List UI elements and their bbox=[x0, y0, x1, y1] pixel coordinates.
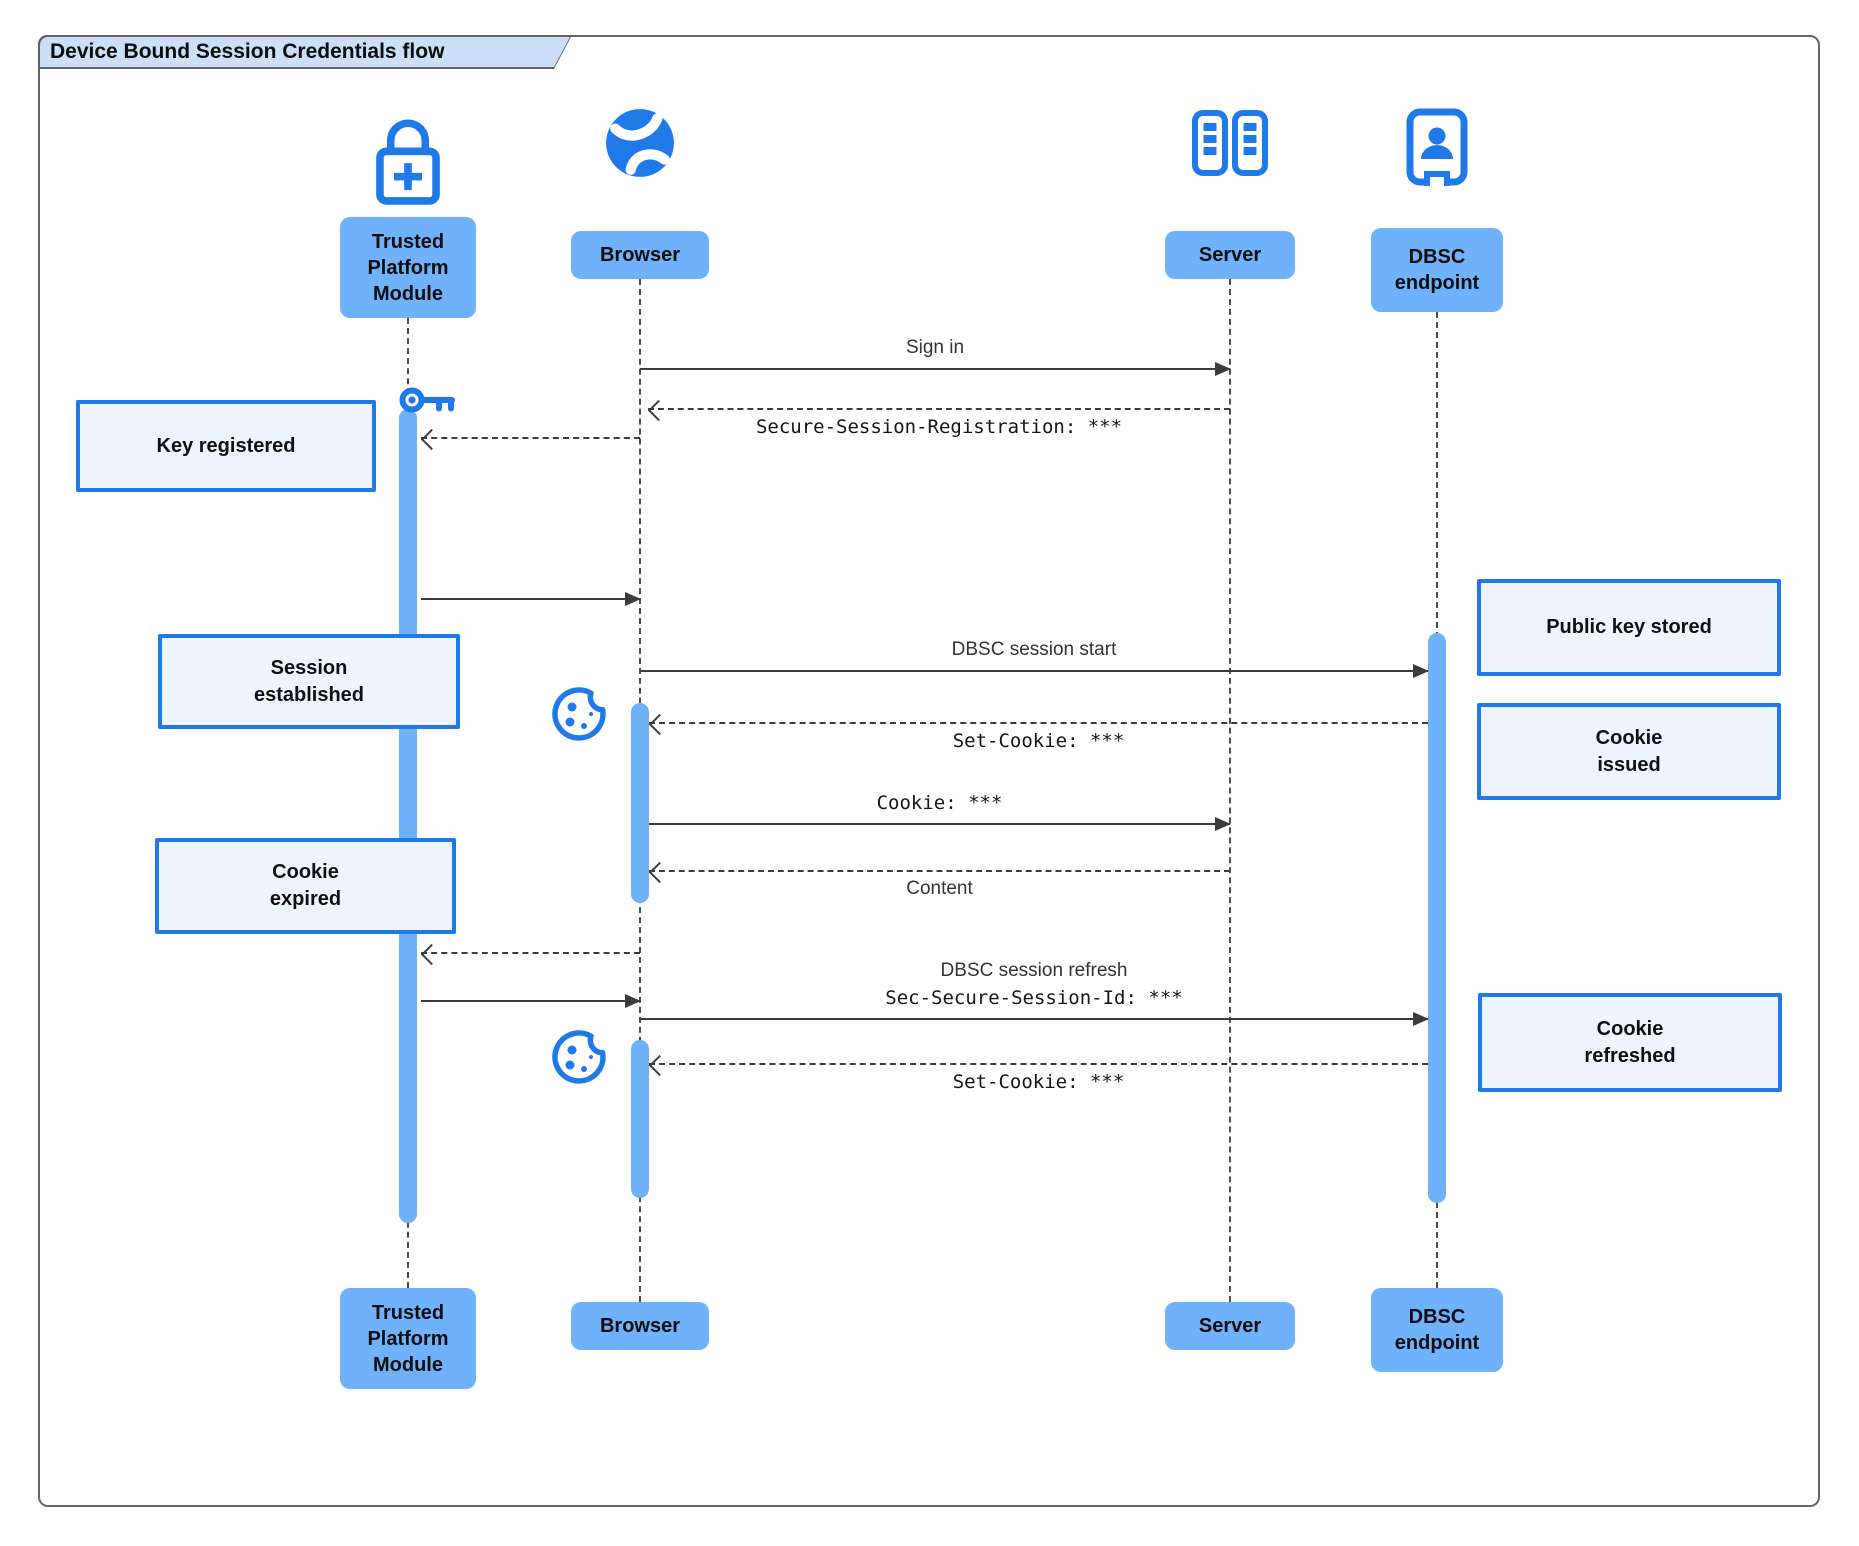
note-line: Cookie bbox=[1595, 726, 1663, 749]
note-line: issued bbox=[1597, 753, 1661, 776]
actor-label-browser-top: Browser bbox=[571, 231, 709, 279]
key-icon bbox=[399, 387, 455, 413]
message-label: DBSC session start bbox=[951, 639, 1117, 660]
note-line: expired bbox=[269, 888, 342, 910]
actor-label-dbsc-bottom: DBSC endpoint bbox=[1371, 1288, 1503, 1372]
message-label: Set-Cookie: *** bbox=[952, 1071, 1125, 1093]
note-line: Cookie bbox=[1596, 1017, 1664, 1040]
globe-icon bbox=[606, 109, 674, 177]
arrowhead-right-icon bbox=[1413, 664, 1429, 678]
actor-label-line: DBSC bbox=[1408, 246, 1466, 268]
actor-label-line: Platform bbox=[367, 256, 449, 279]
actor-label-server-bottom: Server bbox=[1165, 1302, 1295, 1350]
note-line: Key registered bbox=[156, 434, 296, 457]
lock-plus-icon bbox=[376, 119, 440, 205]
note-cookie-expired: Cookie expired bbox=[155, 838, 456, 934]
note-line: Session bbox=[270, 656, 348, 679]
message-label: Cookie: *** bbox=[876, 792, 1003, 814]
arrow-line bbox=[640, 670, 1428, 672]
diagram-title-tab: Device Bound Session Credentials flow bbox=[38, 35, 572, 69]
cookie-icon bbox=[552, 687, 606, 741]
arrow-line bbox=[649, 722, 1428, 724]
actor-label-dbsc-top: DBSC endpoint bbox=[1371, 228, 1503, 312]
note-key-registered: Key registered bbox=[76, 400, 376, 492]
note-session-established: Session established bbox=[158, 634, 460, 729]
actor-label-line: Trusted bbox=[371, 1301, 445, 1324]
actor-label-line: DBSC bbox=[1408, 1306, 1466, 1328]
actor-label-tpm-top: Trusted Platform Module bbox=[340, 217, 476, 318]
arrowhead-right-icon bbox=[625, 994, 641, 1008]
arrowhead-right-icon bbox=[1413, 1012, 1429, 1026]
arrow-line bbox=[421, 952, 640, 954]
activation-bar-dbsc bbox=[1428, 633, 1446, 1203]
note-public-key-stored: Public key stored bbox=[1477, 579, 1781, 676]
message-label: Sign in bbox=[905, 337, 965, 358]
message-label: DBSC session refresh bbox=[940, 960, 1128, 981]
note-line: Cookie bbox=[272, 861, 339, 883]
activation-bar-tpm bbox=[399, 409, 417, 1223]
person-badge-icon bbox=[1406, 108, 1468, 186]
note-line: Public key stored bbox=[1546, 616, 1712, 638]
arrow-line bbox=[648, 408, 1230, 410]
arrow-line bbox=[421, 598, 640, 600]
arrowhead-right-icon bbox=[625, 592, 641, 606]
actor-label-line: endpoint bbox=[1394, 272, 1480, 294]
actor-label-line: Browser bbox=[599, 244, 681, 266]
arrowhead-right-icon bbox=[1215, 362, 1231, 376]
actor-label-line: Browser bbox=[599, 1315, 681, 1337]
server-icon bbox=[1192, 110, 1268, 176]
arrow-line bbox=[649, 870, 1230, 872]
arrow-line bbox=[640, 368, 1230, 370]
note-cookie-issued: Cookie issued bbox=[1477, 703, 1781, 800]
message-label: Secure-Session-Registration: *** bbox=[755, 416, 1123, 438]
actor-label-server-top: Server bbox=[1165, 231, 1295, 279]
arrowhead-right-icon bbox=[1215, 817, 1231, 831]
actor-label-browser-bottom: Browser bbox=[571, 1302, 709, 1350]
message-label: Set-Cookie: *** bbox=[952, 730, 1125, 752]
arrow-line bbox=[421, 437, 640, 439]
message-label: Content bbox=[906, 878, 973, 899]
message-label: Sec-Secure-Session-Id: *** bbox=[885, 987, 1183, 1009]
arrow-line bbox=[649, 1063, 1428, 1065]
actor-label-line: Module bbox=[373, 282, 443, 305]
note-cookie-refreshed: Cookie refreshed bbox=[1478, 993, 1782, 1092]
note-line: refreshed bbox=[1584, 1044, 1676, 1067]
arrow-line bbox=[421, 1000, 640, 1002]
actor-label-tpm-bottom: Trusted Platform Module bbox=[340, 1288, 476, 1389]
arrow-line bbox=[649, 823, 1230, 825]
actor-label-line: Module bbox=[373, 1353, 443, 1376]
actor-label-line: Platform bbox=[367, 1327, 449, 1350]
cookie-icon bbox=[552, 1030, 606, 1084]
diagram-title: Device Bound Session Credentials flow bbox=[40, 37, 570, 67]
arrow-line bbox=[640, 1018, 1428, 1020]
activation-bar-browser-1 bbox=[631, 703, 649, 903]
activation-bar-browser-2 bbox=[631, 1040, 649, 1198]
actor-label-line: Server bbox=[1198, 244, 1262, 266]
note-line: established bbox=[253, 683, 365, 706]
lifeline-server bbox=[1229, 279, 1231, 1302]
actor-label-line: endpoint bbox=[1394, 1332, 1480, 1354]
actor-label-line: Server bbox=[1198, 1315, 1262, 1337]
actor-label-line: Trusted bbox=[371, 230, 445, 253]
